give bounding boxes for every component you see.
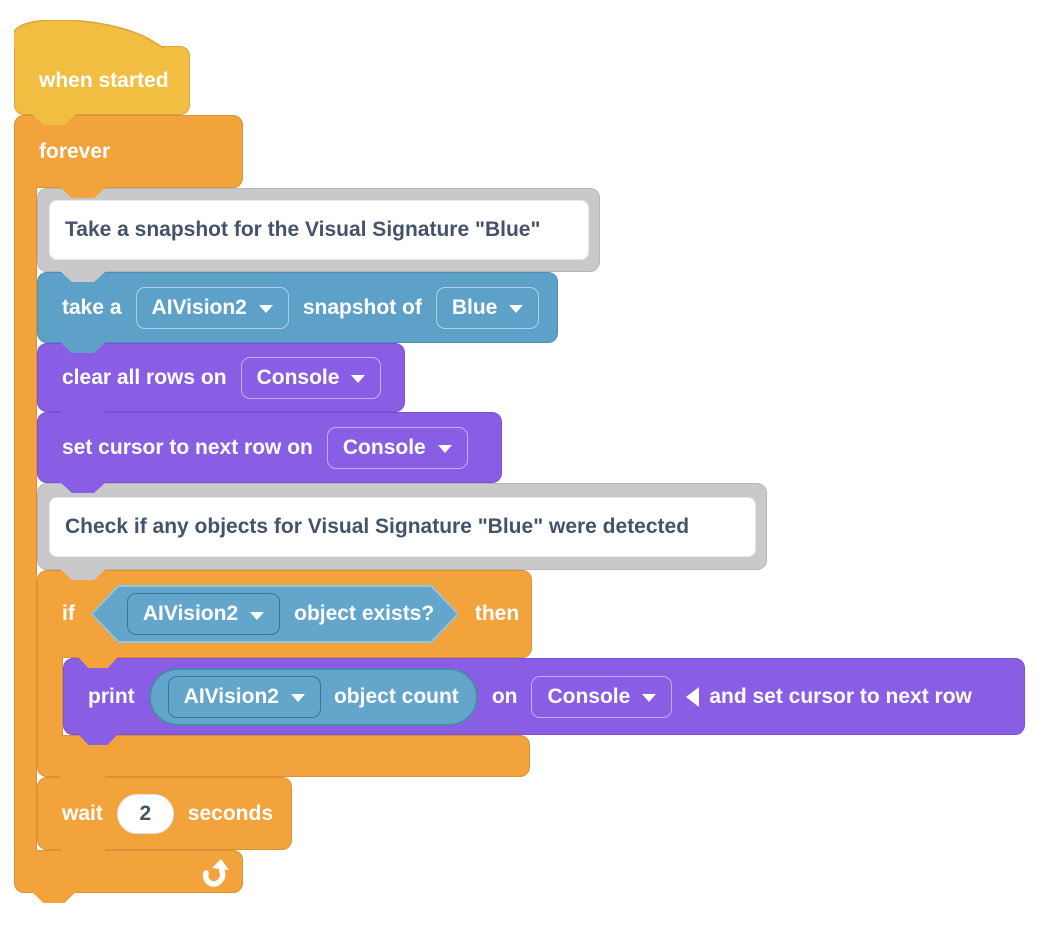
- camera-dropdown[interactable]: AIVision2: [126, 593, 281, 635]
- wait-label: wait: [62, 801, 103, 825]
- console-dropdown-value: Console: [547, 684, 631, 708]
- wait-seconds-value: 2: [139, 801, 152, 825]
- print-label: print: [88, 684, 135, 708]
- if-bottom-bar[interactable]: [37, 735, 530, 777]
- print-bottom-tab: [78, 734, 118, 745]
- seam-patch: [15, 185, 36, 189]
- object-count-label: object count: [333, 684, 459, 708]
- if-bottom-tab: [60, 776, 106, 787]
- when-started-block[interactable]: when started: [14, 46, 190, 115]
- console-dropdown[interactable]: Console: [326, 426, 468, 469]
- forever-bottom-tab: [32, 892, 76, 903]
- forever-top-tab: [60, 187, 106, 198]
- forever-label: forever: [39, 139, 111, 163]
- comment-text-field[interactable]: Check if any objects for Visual Signatur…: [49, 496, 756, 557]
- if-block[interactable]: if AIVision2 object exists? then: [37, 570, 532, 658]
- chevron-down-icon: [258, 305, 273, 313]
- signature-dropdown[interactable]: Blue: [435, 286, 540, 329]
- comment-block-check[interactable]: Check if any objects for Visual Signatur…: [37, 483, 767, 570]
- chevron-down-icon: [351, 375, 366, 383]
- console-dropdown[interactable]: Console: [240, 356, 382, 399]
- wait-seconds-input[interactable]: 2: [116, 793, 174, 834]
- comment-text: Check if any objects for Visual Signatur…: [65, 514, 690, 538]
- loop-arrow-icon: [202, 859, 229, 887]
- seconds-label: seconds: [187, 801, 273, 825]
- forever-spine: [14, 187, 37, 851]
- if-label: if: [62, 602, 75, 625]
- console-dropdown-value: Console: [342, 435, 426, 459]
- snapshot-of-label: snapshot of: [302, 295, 422, 319]
- console-dropdown[interactable]: Console: [531, 675, 673, 718]
- chevron-down-icon: [290, 694, 305, 702]
- camera-dropdown-value: AIVision2: [142, 602, 239, 625]
- forever-bottom-bar[interactable]: [14, 850, 243, 893]
- take-snapshot-bottom-tab: [60, 342, 106, 353]
- camera-dropdown[interactable]: AIVision2: [135, 286, 289, 329]
- then-label: then: [474, 602, 520, 625]
- camera-dropdown-value: AIVision2: [183, 684, 279, 708]
- when-started-hat-dome: [14, 20, 164, 48]
- print-block[interactable]: print AIVision2 object count on Console …: [63, 658, 1025, 735]
- comment-text: Take a snapshot for the Visual Signature…: [65, 218, 541, 241]
- forever-block[interactable]: forever: [14, 115, 243, 188]
- collapse-arrow-icon[interactable]: [686, 686, 700, 707]
- chevron-down-icon: [437, 445, 452, 453]
- chevron-down-icon: [509, 305, 524, 313]
- camera-dropdown[interactable]: AIVision2: [167, 675, 321, 718]
- set-cursor-block[interactable]: set cursor to next row on Console: [37, 412, 502, 483]
- wait-bottom-tab: [60, 849, 106, 860]
- set-cursor-bottom-tab: [60, 482, 106, 493]
- object-exists-label: object exists?: [294, 602, 435, 625]
- print-suffix-label: and set cursor to next row: [709, 684, 972, 708]
- signature-dropdown-value: Blue: [451, 295, 498, 319]
- wait-block[interactable]: wait 2 seconds: [37, 777, 292, 850]
- object-count-reporter[interactable]: AIVision2 object count: [148, 667, 478, 726]
- seam-patch: [39, 655, 61, 659]
- comment-text-field[interactable]: Take a snapshot for the Visual Signature…: [49, 200, 589, 260]
- if-spine: [37, 657, 63, 735]
- comment-block-snapshot[interactable]: Take a snapshot for the Visual Signature…: [37, 188, 600, 272]
- comment-bottom-tab: [60, 271, 106, 282]
- console-dropdown-value: Console: [256, 365, 340, 389]
- chevron-down-icon: [642, 694, 657, 702]
- chevron-down-icon: [250, 611, 265, 620]
- clear-rows-block[interactable]: clear all rows on Console: [37, 343, 405, 412]
- camera-dropdown-value: AIVision2: [151, 295, 247, 319]
- take-a-label: take a: [62, 295, 122, 319]
- take-snapshot-block[interactable]: take a AIVision2 snapshot of Blue: [37, 272, 558, 343]
- seam-patch: [39, 733, 61, 737]
- clear-rows-bottom-tab: [60, 411, 106, 422]
- on-label: on: [491, 684, 518, 708]
- set-cursor-label: set cursor to next row on: [62, 435, 313, 459]
- when-started-bottom-tab: [32, 114, 76, 125]
- clear-rows-label: clear all rows on: [62, 365, 227, 389]
- if-top-tab: [78, 657, 118, 668]
- when-started-label: when started: [39, 68, 169, 92]
- condition-hexagon[interactable]: AIVision2 object exists?: [91, 585, 459, 643]
- seam-patch: [15, 848, 36, 852]
- comment-bottom-tab: [60, 569, 106, 580]
